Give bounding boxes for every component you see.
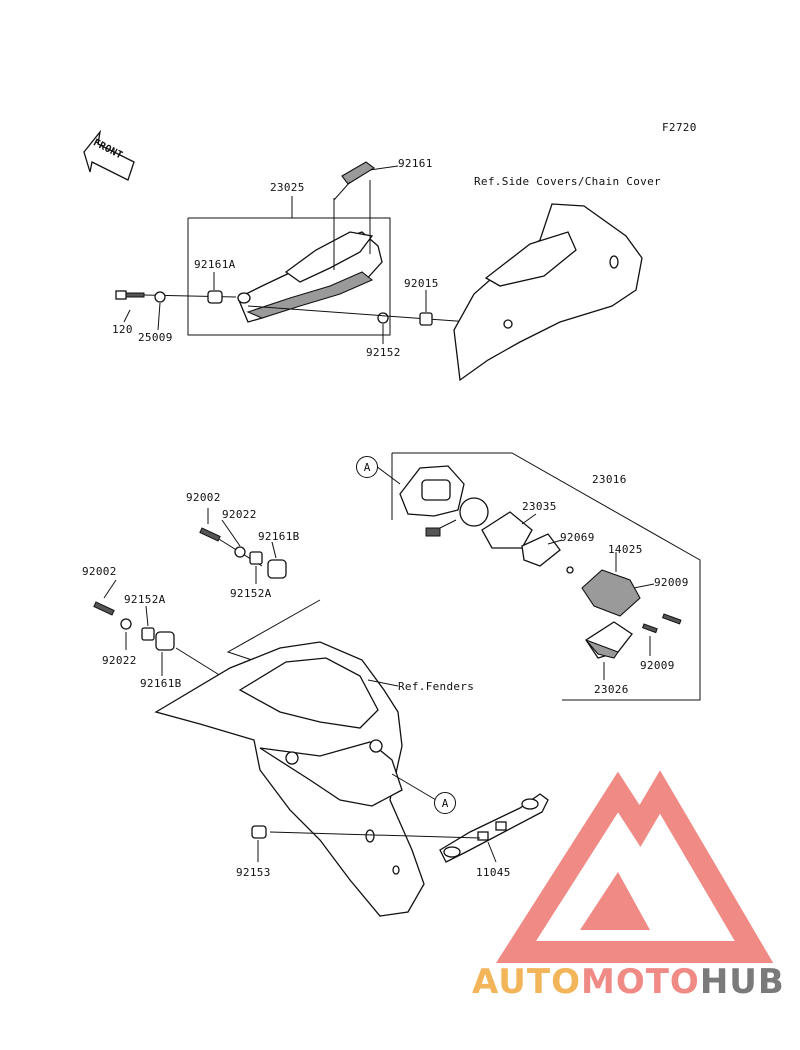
bolt-120 bbox=[115, 290, 145, 300]
part-92161B-label-b: 92161B bbox=[140, 677, 182, 690]
watermark-hub: HUB bbox=[699, 962, 785, 1002]
part-120-label: 120 bbox=[112, 323, 133, 336]
part-92152A-label-b: 92152A bbox=[124, 593, 166, 606]
part-92009-label-a: 92009 bbox=[654, 576, 689, 589]
bolt-92002 bbox=[93, 527, 221, 616]
part-92022-label-a: 92022 bbox=[222, 508, 257, 521]
ref-fenders-label: Ref.Fenders bbox=[398, 680, 475, 693]
part-92152A-label-a: 92152A bbox=[230, 587, 272, 600]
collar-92152A bbox=[141, 627, 155, 641]
washer-25009 bbox=[154, 291, 166, 303]
watermark-moto: MOTO bbox=[580, 962, 700, 1002]
automotohub-watermark: AUTOMOTOHUB bbox=[472, 962, 785, 1002]
socket-base-23016 bbox=[399, 465, 465, 517]
part-92009-label-b: 92009 bbox=[640, 659, 675, 672]
nut-92015 bbox=[419, 312, 433, 326]
lens-14025 bbox=[566, 566, 641, 617]
bolt-92153 bbox=[251, 825, 267, 839]
part-92153-label: 92153 bbox=[236, 866, 271, 879]
part-14025-label: 14025 bbox=[608, 543, 643, 556]
license-bracket-11045 bbox=[439, 793, 549, 863]
part-23025-label: 23025 bbox=[270, 181, 305, 194]
rear-fender-drawing bbox=[154, 641, 425, 917]
bolt-92153-line bbox=[269, 831, 481, 839]
part-23026-label: 23026 bbox=[594, 683, 629, 696]
part-23016-label: 23016 bbox=[592, 473, 627, 486]
part-92002-label-a: 92002 bbox=[186, 491, 221, 504]
cover-23026 bbox=[585, 621, 633, 659]
ref-side-covers-label: Ref.Side Covers/Chain Cover bbox=[474, 175, 661, 188]
leader-lines bbox=[103, 272, 655, 863]
lens-92161 bbox=[333, 161, 399, 201]
watermark-auto: AUTO bbox=[472, 962, 581, 1002]
callout-marker-a-top: A bbox=[356, 456, 378, 478]
side-cover-drawing bbox=[453, 203, 643, 382]
collar-92152A bbox=[249, 551, 263, 565]
part-92152-label: 92152 bbox=[366, 346, 401, 359]
part-92015-label: 92015 bbox=[404, 277, 439, 290]
part-92069-label: 92069 bbox=[560, 531, 595, 544]
grommet-92161B bbox=[267, 559, 287, 579]
part-92022-label-b: 92022 bbox=[102, 654, 137, 667]
part-25009-label: 25009 bbox=[138, 331, 173, 344]
front-arrow-icon bbox=[83, 129, 135, 181]
part-92161B-label-a: 92161B bbox=[258, 530, 300, 543]
part-92161-label: 92161 bbox=[398, 157, 433, 170]
clip-92069 bbox=[521, 533, 561, 567]
washer-92022 bbox=[234, 546, 246, 558]
figure-code: F2720 bbox=[662, 121, 697, 134]
part-11045-label: 11045 bbox=[476, 866, 511, 879]
callout-marker-a-bottom: A bbox=[434, 792, 456, 814]
part-92002-label-b: 92002 bbox=[82, 565, 117, 578]
bulb-socket-23035 bbox=[425, 497, 533, 549]
screw-92009 bbox=[641, 613, 682, 634]
license-light-housing-23025 bbox=[237, 231, 383, 323]
grommet-92161A bbox=[207, 290, 223, 304]
part-23035-label: 23035 bbox=[522, 500, 557, 513]
grommet-92161B bbox=[155, 631, 175, 651]
part-92161A-label: 92161A bbox=[194, 258, 236, 271]
washer-92022 bbox=[120, 618, 132, 630]
automotohub-logo-icon bbox=[495, 770, 774, 963]
washer-92152 bbox=[377, 312, 389, 324]
tail-light-bracket bbox=[391, 452, 701, 701]
